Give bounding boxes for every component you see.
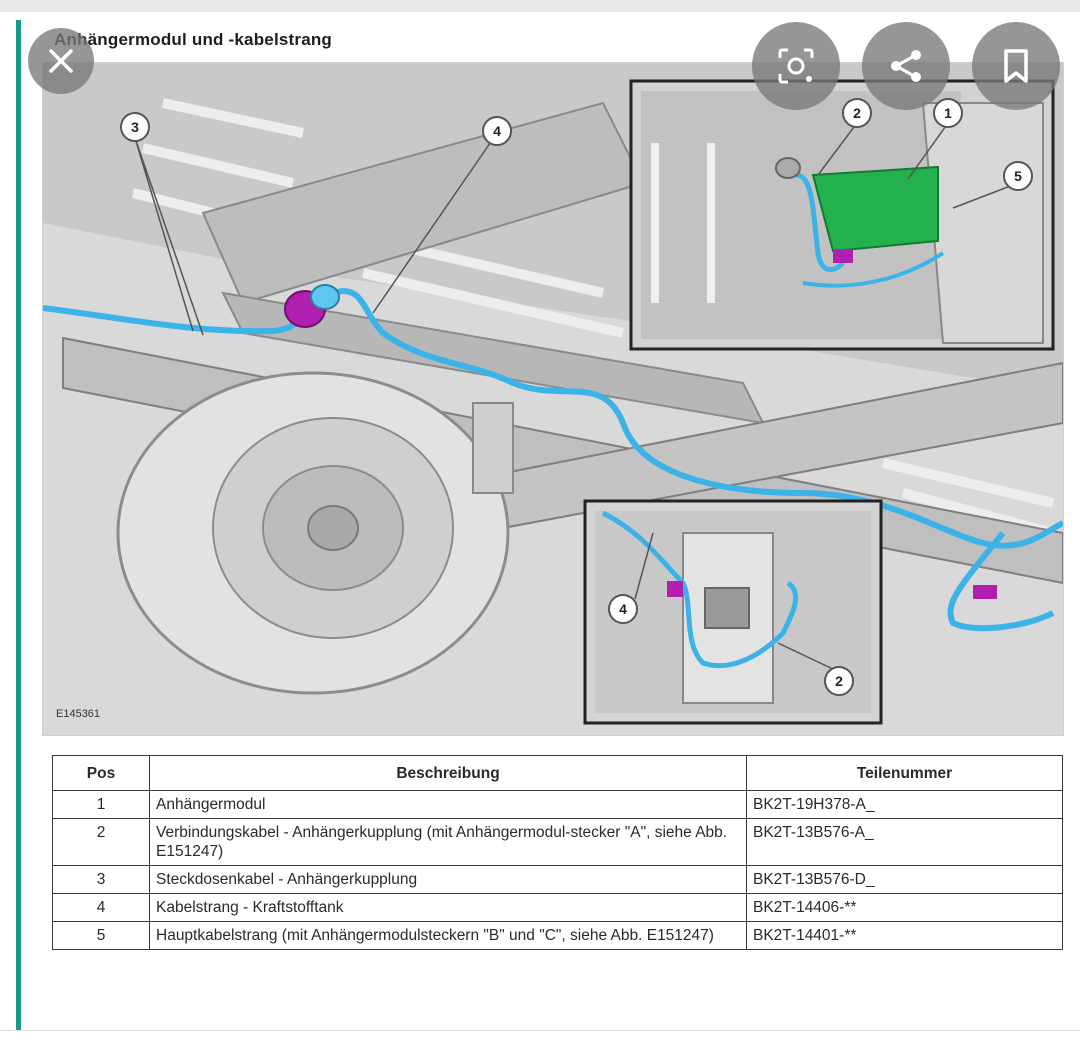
bookmark-button[interactable] — [972, 22, 1060, 110]
table-header-row: Pos Beschreibung Teilenummer — [52, 755, 1063, 791]
close-button[interactable] — [28, 28, 94, 94]
svg-text:5: 5 — [1014, 168, 1022, 184]
technical-illustration: 3 4 2 — [42, 62, 1064, 736]
header-part: Teilenummer — [746, 755, 1063, 791]
table-row: 3 Steckdosenkabel - Anhängerkupplung BK2… — [52, 865, 1063, 894]
row-pos: 5 — [52, 921, 150, 950]
illustration-drawing: 3 4 2 — [43, 63, 1063, 735]
svg-text:4: 4 — [619, 601, 627, 617]
callout-3: 3 — [120, 112, 150, 142]
svg-text:4: 4 — [493, 123, 501, 139]
inset-bottom: 4 2 — [583, 499, 883, 725]
page-title: Anhängermodul und -kabelstrang — [54, 30, 333, 49]
lens-icon — [778, 48, 814, 84]
top-strip — [0, 0, 1080, 12]
row-part: BK2T-14406-** — [746, 893, 1063, 922]
callout-inset-5: 5 — [1003, 161, 1033, 191]
lens-search-button[interactable] — [752, 22, 840, 110]
parts-table: Pos Beschreibung Teilenummer 1 Anhängerm… — [52, 755, 1063, 950]
row-desc: Kabelstrang - Kraftstofftank — [149, 893, 747, 922]
row-pos: 2 — [52, 818, 150, 866]
svg-text:2: 2 — [853, 105, 861, 121]
close-icon — [49, 49, 73, 73]
row-desc: Hauptkabelstrang (mit Anhängermodulsteck… — [149, 921, 747, 950]
figure-id: E145361 — [56, 708, 101, 720]
inset-top: 2 1 5 — [629, 79, 1055, 351]
row-desc: Anhängermodul — [149, 790, 747, 819]
row-part: BK2T-13B576-A_ — [746, 818, 1063, 866]
row-part: BK2T-13B576-D_ — [746, 865, 1063, 894]
table-row: 4 Kabelstrang - Kraftstofftank BK2T-1440… — [52, 893, 1063, 922]
row-part: BK2T-14401-** — [746, 921, 1063, 950]
table-row: 1 Anhängermodul BK2T-19H378-A_ — [52, 790, 1063, 819]
svg-text:3: 3 — [131, 119, 139, 135]
bookmark-icon — [1004, 49, 1028, 83]
callout-inset-1: 1 — [933, 98, 963, 128]
svg-text:1: 1 — [944, 105, 952, 121]
callout-inset-2b: 2 — [824, 666, 854, 696]
header-pos: Pos — [52, 755, 150, 791]
header-desc: Beschreibung — [149, 755, 747, 791]
table-row: 2 Verbindungskabel - Anhängerkupplung (m… — [52, 818, 1063, 866]
bottom-divider — [0, 1030, 1080, 1031]
callout-inset-4: 4 — [608, 594, 638, 624]
share-icon — [891, 50, 921, 82]
callout-inset-2: 2 — [842, 98, 872, 128]
row-desc: Steckdosenkabel - Anhängerkupplung — [149, 865, 747, 894]
row-part: BK2T-19H378-A_ — [746, 790, 1063, 819]
row-pos: 1 — [52, 790, 150, 819]
share-button[interactable] — [862, 22, 950, 110]
svg-text:2: 2 — [835, 673, 843, 689]
row-pos: 4 — [52, 893, 150, 922]
row-desc: Verbindungskabel - Anhängerkupplung (mit… — [149, 818, 747, 866]
row-pos: 3 — [52, 865, 150, 894]
callout-4: 4 — [482, 116, 512, 146]
accent-bar — [16, 20, 21, 1030]
table-row: 5 Hauptkabelstrang (mit Anhängermodulste… — [52, 921, 1063, 950]
